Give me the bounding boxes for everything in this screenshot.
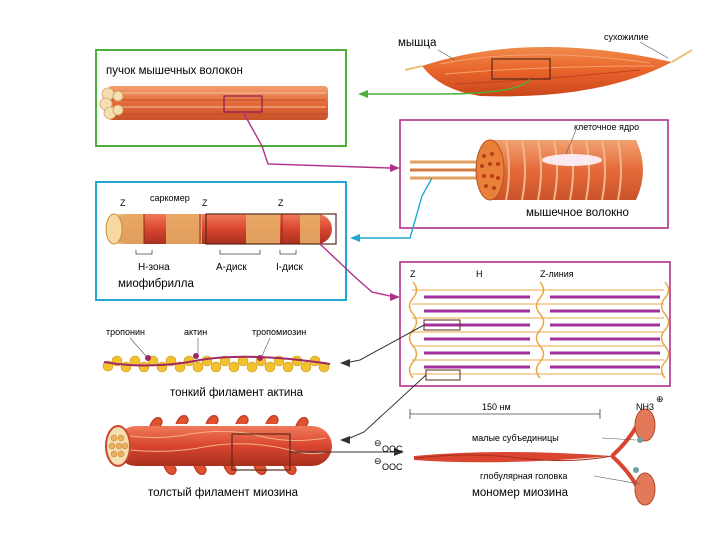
label-tendon: сухожилие (604, 32, 649, 42)
label-globular-head: глобулярная головка (480, 471, 567, 481)
muscle-illustration (404, 46, 693, 97)
tendon-leader-line (639, 41, 669, 59)
label-tropomyosin: тропомиозин (252, 327, 306, 337)
label-ooc-top-charge: ⊖ (374, 438, 382, 448)
arrow-fiber-to-myofibril (360, 177, 433, 239)
label-ooc-bottom-charge: ⊖ (374, 456, 382, 466)
label-z-grid: Z (410, 269, 416, 279)
label-a-disk: А-диск (216, 262, 247, 273)
muscle-selection-box (491, 58, 551, 80)
muscle-leader-line (437, 49, 456, 61)
thick-filament-selection (425, 369, 461, 381)
thick-myosin-filament (105, 415, 332, 475)
fiber-bundle-illustration (99, 86, 328, 120)
label-nh3: NH3 (636, 402, 654, 412)
label-small-subunits: малые субъединицы (472, 433, 559, 443)
arrow-grid-to-thin (349, 324, 425, 363)
label-z-line: Z-линия (540, 269, 574, 279)
label-h-zone: Н-зона (138, 262, 170, 273)
fiber-bundle-frame (95, 49, 347, 147)
nucleus-leader-line (565, 129, 577, 155)
label-troponin: тропонин (106, 327, 145, 337)
label-ooc-bottom: OOC (382, 462, 403, 472)
myosin-monomer-illustration (409, 408, 656, 506)
label-fiber-bundle: пучок мышечных волокон (106, 65, 243, 77)
label-myofibril: миофибрилла (118, 278, 194, 290)
label-thin-filament: тонкий филамент актина (170, 387, 304, 399)
label-nh3-charge: ⊕ (656, 394, 664, 404)
arrow-bundle-to-fiber (242, 111, 391, 169)
label-muscle-fiber: мышечное волокно (526, 207, 629, 219)
thin-actin-filament (102, 353, 331, 373)
label-z-left: Z (120, 198, 126, 208)
label-ooc-top: OOC (382, 444, 403, 454)
arrow-myofibril-to-grid (319, 243, 391, 297)
muscle-fiber-illustration (410, 139, 643, 201)
label-z-right: Z (278, 198, 284, 208)
arrow-muscle-to-bundle (360, 78, 531, 95)
label-z-mid: Z (202, 198, 208, 208)
sarcomere-grid-frame (399, 261, 671, 387)
label-thick-filament: толстый филамент миозина (148, 487, 299, 499)
myofibril-illustration (105, 213, 337, 255)
label-sarcomere: саркомер (150, 193, 190, 203)
label-scale: 150 нм (482, 402, 511, 412)
muscle-fiber-frame (399, 119, 669, 229)
arrow-grid-to-thick (349, 374, 427, 439)
label-myosin-monomer: мономер миозина (472, 487, 569, 499)
label-cell-nucleus: клеточное ядро (574, 122, 639, 132)
label-h-grid: H (476, 269, 483, 279)
label-actin: актин (184, 327, 207, 337)
myofibril-frame (95, 181, 347, 301)
label-muscle: мышца (398, 37, 437, 49)
label-i-disk: I-диск (276, 262, 304, 273)
sarcomere-grid-illustration (408, 281, 670, 381)
